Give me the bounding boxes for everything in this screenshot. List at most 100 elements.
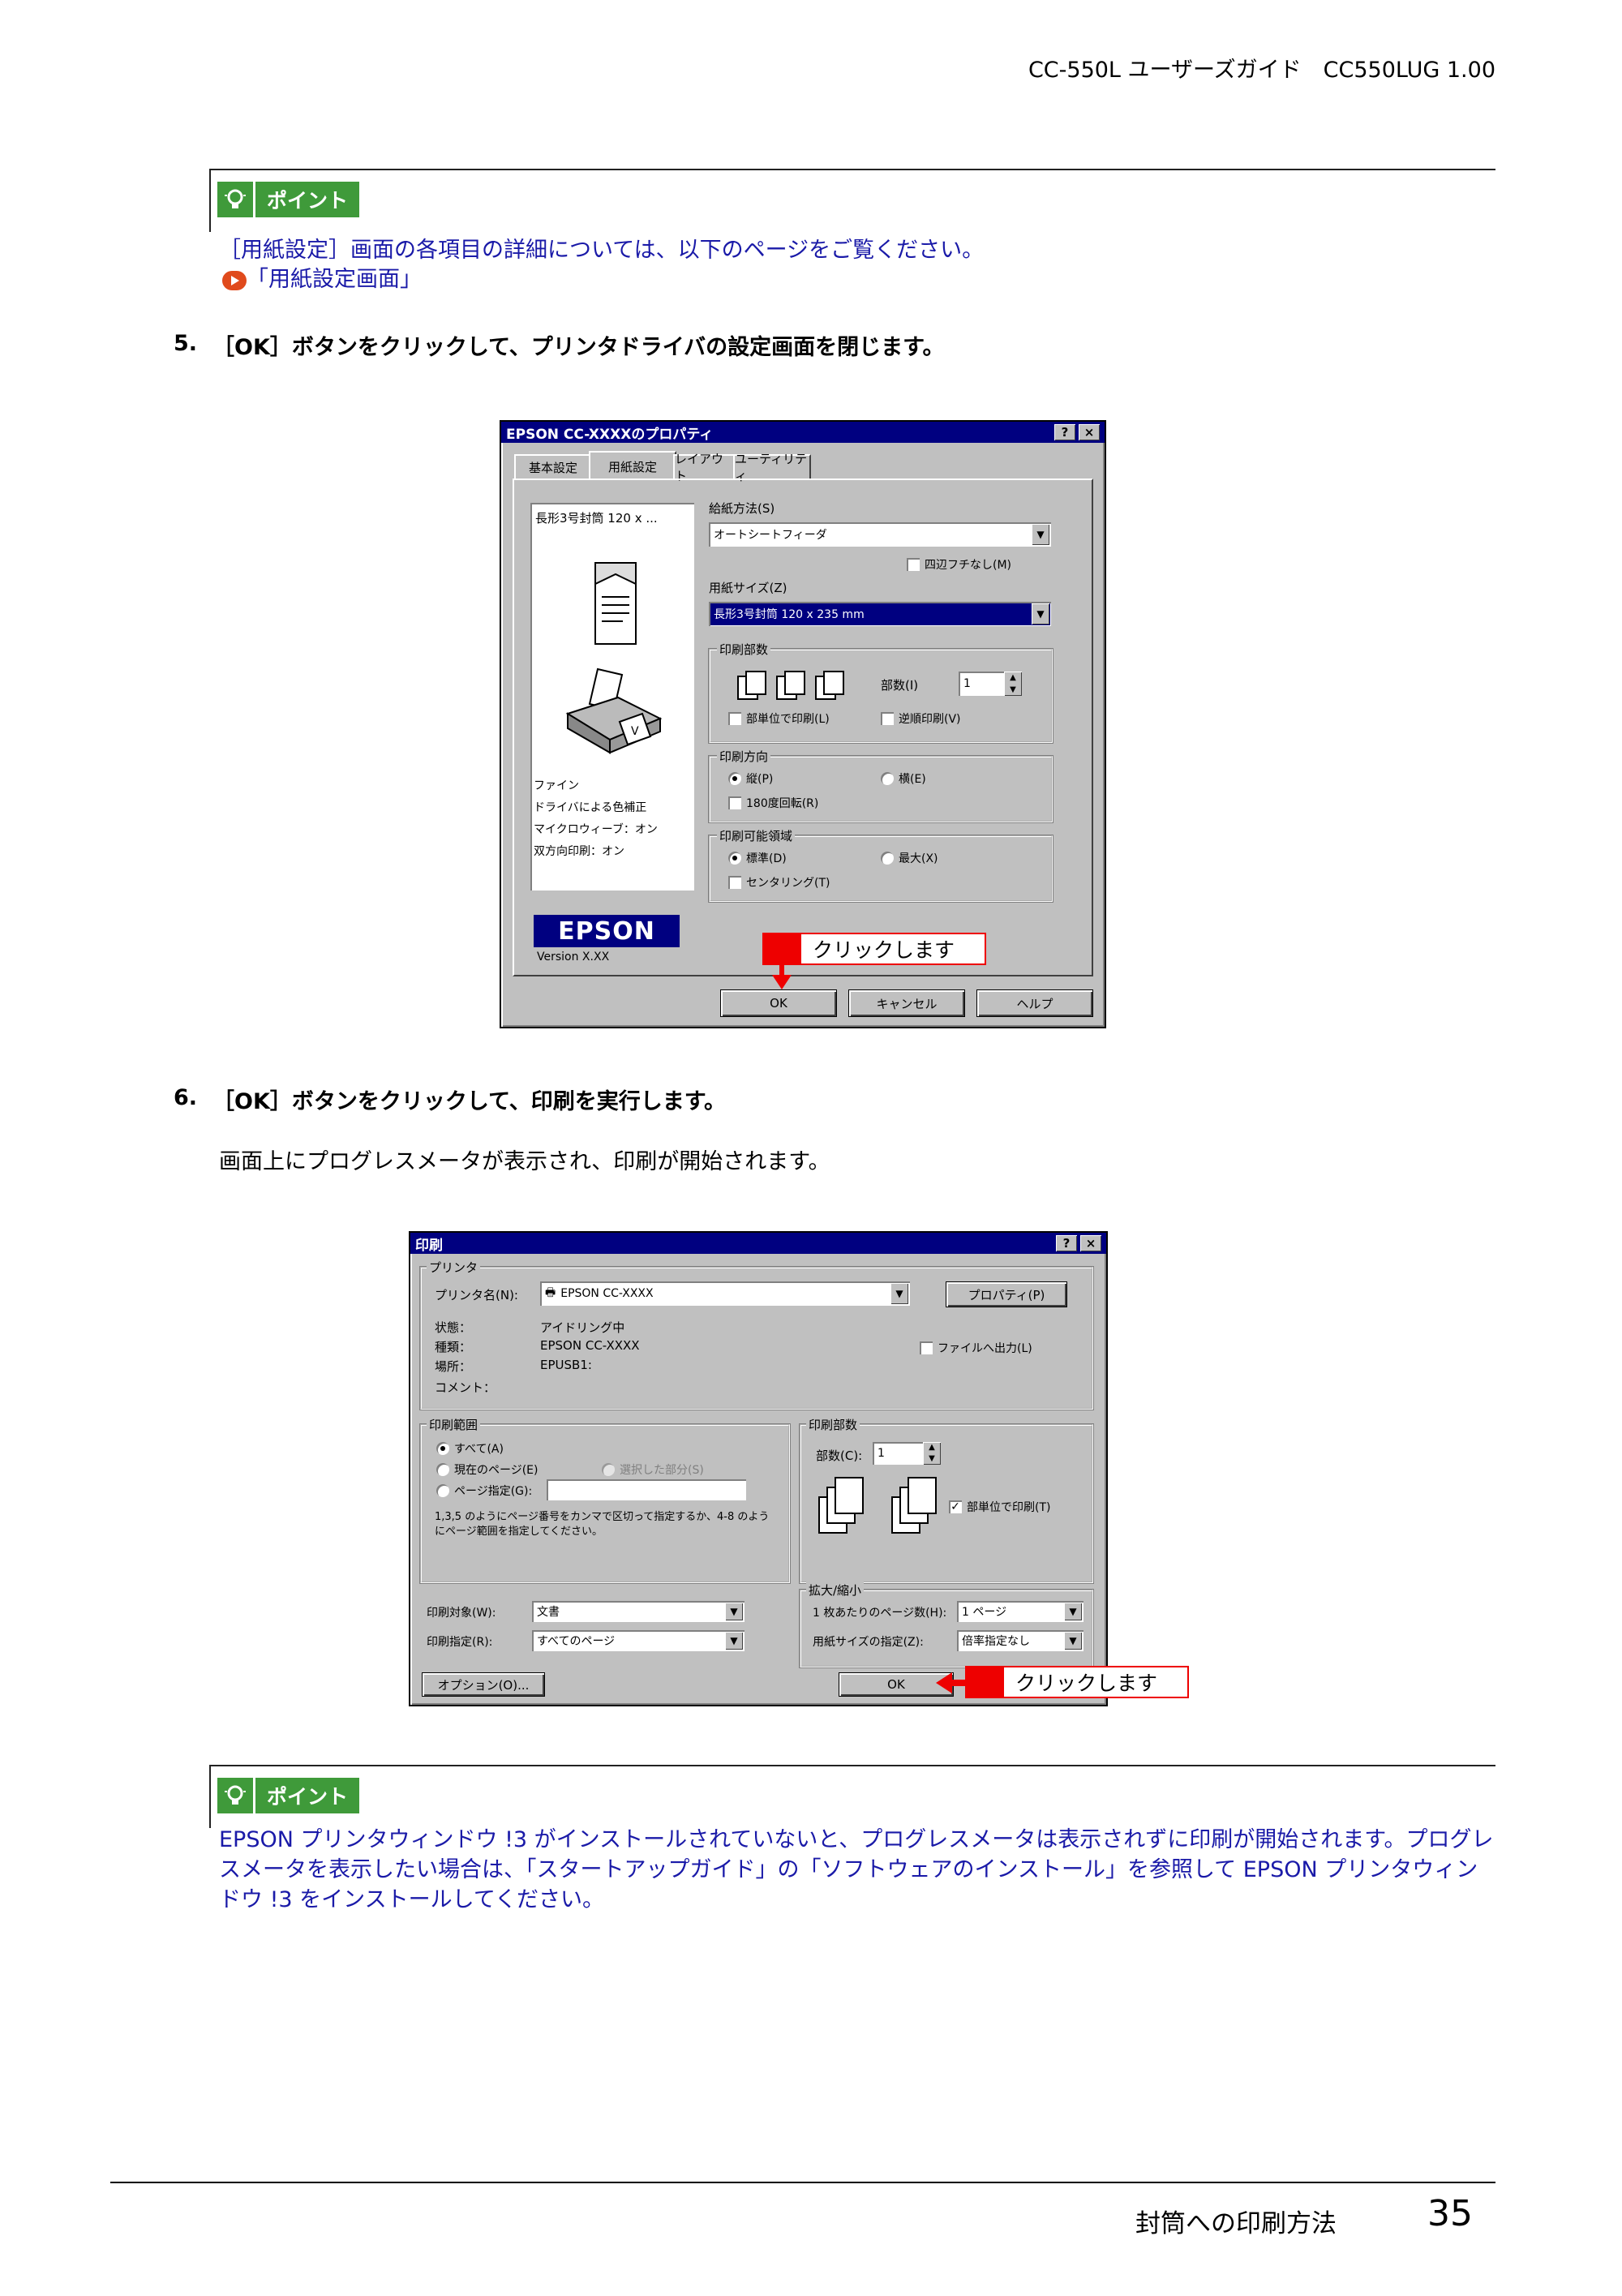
setting-line: ファイン <box>534 779 579 792</box>
properties-button[interactable]: プロパティ(P) <box>946 1281 1067 1307</box>
rotate-label: 180度回転(R) <box>746 797 819 810</box>
print-dialog: 印刷 ? × プリンタ プリンタ名(N): 🖶EPSON CC-XXXX▼ プロ… <box>409 1231 1108 1706</box>
preview-pane: 長形3号封筒 120 x ... V ファイン ドライバによる色補正 マイクロウ… <box>530 503 694 891</box>
close-icon[interactable]: × <box>1080 1235 1101 1251</box>
tab-panel <box>513 479 1093 976</box>
rotate-checkbox[interactable] <box>728 796 741 809</box>
ok-button[interactable]: OK <box>720 989 837 1017</box>
click-callout: クリックします <box>965 1666 1189 1698</box>
pages-input[interactable] <box>547 1479 746 1500</box>
type-label: 種類： <box>435 1340 472 1354</box>
feed-select[interactable]: オートシートフィーダ ▼ <box>709 522 1051 547</box>
copies-group <box>709 649 1053 743</box>
printer-icon: V <box>565 667 663 754</box>
lightbulb-icon <box>217 182 255 217</box>
zoom-group <box>800 1590 1093 1667</box>
all-radio[interactable] <box>436 1442 449 1455</box>
pages-radio[interactable] <box>436 1484 449 1497</box>
maximum-radio[interactable] <box>881 852 894 865</box>
chevron-down-icon[interactable]: ▼ <box>725 1603 743 1620</box>
current-page-radio[interactable] <box>436 1463 449 1476</box>
printer-group <box>420 1267 1093 1410</box>
chevron-down-icon[interactable]: ▼ <box>1032 603 1049 624</box>
chevron-down-icon[interactable]: ▼ <box>1064 1632 1082 1650</box>
centering-checkbox[interactable] <box>728 876 741 889</box>
dialog-titlebar: 印刷 ? × <box>410 1233 1106 1254</box>
arrow-left-icon <box>936 1672 973 1693</box>
point-label: ポイント <box>267 1785 349 1809</box>
borderless-checkbox[interactable] <box>907 558 920 571</box>
zoom-group-title: 拡大/縮小 <box>806 1581 865 1599</box>
size-label: 用紙サイズ(Z) <box>709 581 787 595</box>
reverse-label: 逆順印刷(V) <box>899 713 961 726</box>
print-what-select[interactable]: 文書▼ <box>532 1601 744 1622</box>
properties-dialog: EPSON CC-XXXXのプロパティ ? × 基本設定 用紙設定 レイアウト … <box>500 420 1106 1028</box>
comment-label: コメント： <box>435 1380 496 1395</box>
point-rule <box>209 1765 1495 1766</box>
orientation-group-title: 印刷方向 <box>717 748 771 765</box>
tab-layout[interactable]: レイアウト <box>673 452 736 483</box>
copies-stepper[interactable]: ▲▼ <box>923 1442 941 1465</box>
collate-checkbox[interactable]: ✓ <box>949 1500 962 1513</box>
printer-group-title: プリンタ <box>427 1259 481 1276</box>
step-number: 5. <box>174 331 198 356</box>
orientation-group <box>709 756 1053 822</box>
size-select[interactable]: 長形3号封筒 120 x 235 mm▼ <box>709 602 1051 626</box>
landscape-radio[interactable] <box>881 772 894 785</box>
type-value: EPSON CC-XXXX <box>540 1338 640 1353</box>
options-button[interactable]: オプション(O)... <box>422 1672 545 1697</box>
chevron-down-icon[interactable]: ▼ <box>1032 524 1049 545</box>
callout-marker <box>764 934 801 963</box>
pages-per-sheet-select[interactable]: 1 ページ ▼ <box>957 1601 1083 1622</box>
chevron-down-icon[interactable]: ▼ <box>725 1632 743 1650</box>
chevron-down-icon[interactable]: ▼ <box>1064 1603 1082 1620</box>
callout-marker <box>967 1667 1004 1697</box>
scale-select[interactable]: 倍率指定なし▼ <box>957 1630 1083 1651</box>
copies-input[interactable]: 1 <box>959 672 1007 696</box>
pages-per-sheet-value: 1 ページ <box>962 1606 1007 1619</box>
copies-input[interactable]: 1 <box>873 1442 928 1465</box>
tab-utility[interactable]: ユーティリティ <box>733 452 811 483</box>
copies-group-title: 印刷部数 <box>717 641 771 658</box>
standard-radio[interactable] <box>728 852 741 865</box>
ok-button[interactable]: OK <box>839 1672 954 1697</box>
reverse-checkbox[interactable] <box>881 712 894 725</box>
help-icon[interactable]: ? <box>1054 424 1075 440</box>
dialog-title: EPSON CC-XXXXのプロパティ <box>506 426 714 443</box>
landscape-label: 横(E) <box>899 773 926 786</box>
point-text: EPSON プリンタウィンドウ !3 がインストールされていないと、プログレスメ… <box>219 1827 1494 1912</box>
collate-icon <box>818 1477 937 1534</box>
footer-rule <box>110 2182 1495 2183</box>
printable-area-group <box>709 835 1053 902</box>
collate-label: 部単位で印刷(L) <box>746 713 830 726</box>
print-select[interactable]: すべてのページ▼ <box>532 1630 744 1651</box>
help-icon[interactable]: ? <box>1056 1235 1077 1251</box>
copies-stepper[interactable]: ▲▼ <box>1004 672 1022 696</box>
cancel-button[interactable]: キャンセル <box>848 989 965 1017</box>
close-icon[interactable]: × <box>1079 424 1100 440</box>
pages-per-sheet-label: 1 枚あたりのページ数(H): <box>813 1607 947 1620</box>
chevron-down-icon[interactable]: ▼ <box>890 1283 908 1304</box>
point-link[interactable]: 「用紙設定画面」 <box>247 267 422 292</box>
click-callout: クリックします <box>762 933 986 965</box>
selection-radio[interactable] <box>602 1463 615 1476</box>
help-button[interactable]: ヘルプ <box>976 989 1093 1017</box>
collate-checkbox[interactable] <box>728 712 741 725</box>
printable-area-title: 印刷可能領域 <box>717 827 796 844</box>
print-to-file-checkbox[interactable] <box>920 1341 933 1354</box>
copies-value: 1 <box>878 1447 885 1460</box>
feed-label: 給紙方法(S) <box>709 501 775 516</box>
printer-select[interactable]: 🖶EPSON CC-XXXX▼ <box>540 1281 910 1306</box>
point-rule-vertical <box>209 1765 211 1828</box>
tab-basic[interactable]: 基本設定 <box>514 454 592 479</box>
tab-paper[interactable]: 用紙設定 <box>589 451 676 480</box>
point-link-row[interactable]: 「用紙設定画面」 <box>222 261 422 293</box>
range-group <box>420 1424 790 1583</box>
collate-icon <box>737 671 844 700</box>
envelope-icon <box>594 562 637 645</box>
feed-value: オートシートフィーダ <box>714 529 827 542</box>
point-badge: ポイント <box>217 1778 360 1813</box>
point-rule <box>209 169 1495 170</box>
print-what-label: 印刷対象(W): <box>427 1607 496 1620</box>
portrait-radio[interactable] <box>728 772 741 785</box>
